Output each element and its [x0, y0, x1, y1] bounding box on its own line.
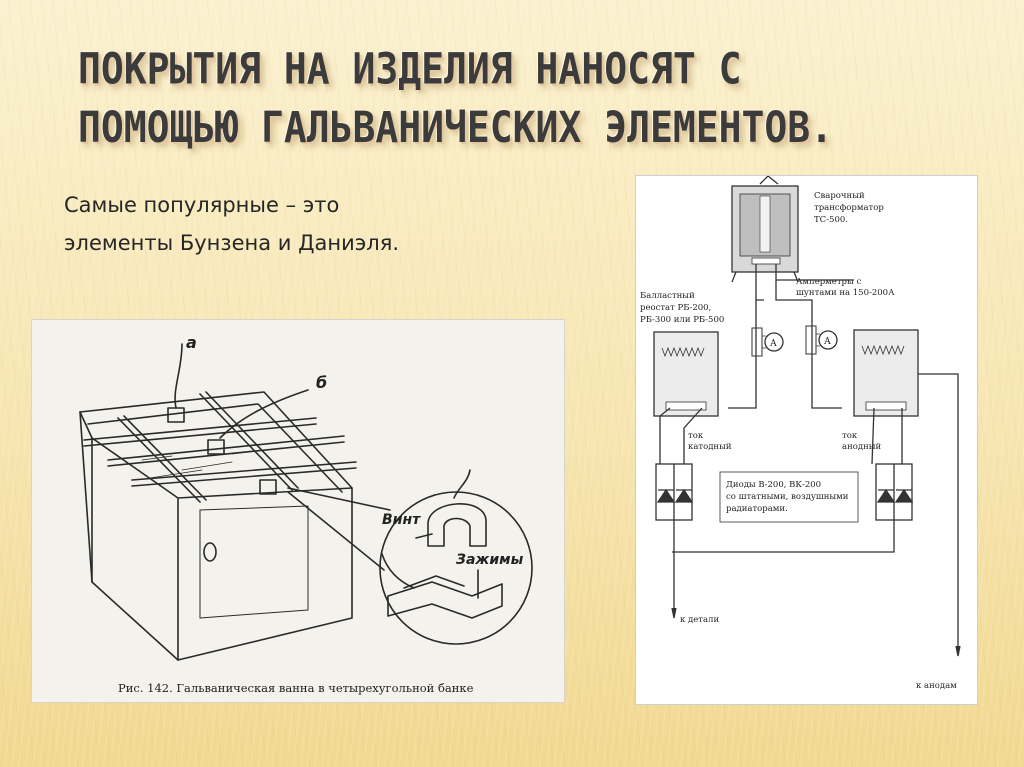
anode-label-line: анодный: [842, 442, 882, 452]
rheostat-label-line: Балластный: [640, 291, 695, 301]
figure-caption: Рис. 142. Гальваническая ванна в четырех…: [118, 681, 474, 695]
label-vint: Винт: [382, 512, 421, 528]
wiring-diagram-drawing: Сварочный трансформатор ТС-500. Ампермет…: [640, 175, 961, 691]
transformer-label-line: трансформатор: [814, 203, 884, 213]
ammeters-label-line: шунтами на 150-200А: [796, 288, 895, 298]
cathode-label-line: ток: [688, 431, 704, 441]
transformer-label-line: Сварочный: [814, 191, 865, 201]
slide-subtitle: Самые популярные – это элементы Бунзена …: [64, 186, 534, 262]
rheostat-label-line: РБ-300 или РБ-500: [640, 315, 724, 325]
subtitle-line: Самые популярные – это: [64, 193, 340, 217]
to-part-label: к детали: [680, 615, 719, 625]
ammeter-symbol: А: [770, 339, 777, 349]
slide-title: ПОКРЫТИЯ НА ИЗДЕЛИЯ НАНОСЯТ С ПОМОЩЬЮ ГА…: [78, 40, 998, 156]
galvanic-bath-drawing: а б Винт Зажимы Рис. 142. Гальваническая…: [79, 333, 533, 695]
ammeters-label-line: Амперметры с: [796, 277, 861, 287]
label-b: б: [316, 373, 327, 392]
cathode-label-line: катодный: [688, 442, 732, 452]
label-a: а: [186, 333, 197, 352]
anode-label-line: ток: [842, 431, 858, 441]
transformer-label-line: ТС-500.: [814, 215, 848, 225]
galvanic-bath-figure: а б Винт Зажимы Рис. 142. Гальваническая…: [32, 320, 564, 702]
to-anodes-label: к анодам: [916, 681, 957, 691]
ammeter-symbol: А: [824, 337, 831, 347]
subtitle-line: элементы Бунзена и Даниэля.: [64, 231, 400, 255]
diodes-note-line: радиаторами.: [726, 504, 788, 514]
slide-title-line: ПОКРЫТИЯ НА ИЗДЕЛИЯ НАНОСЯТ С: [78, 44, 742, 94]
diodes-note-line: Диоды В-200, ВК-200: [726, 480, 821, 490]
label-zazhimy: Зажимы: [456, 552, 524, 568]
rheostat-label-line: реостат РБ-200,: [640, 303, 711, 313]
slide-title-line: ПОМОЩЬЮ ГАЛЬВАНИЧЕСКИХ ЭЛЕМЕНТОВ.: [78, 102, 833, 152]
wiring-diagram-figure: Сварочный трансформатор ТС-500. Ампермет…: [636, 175, 977, 704]
diodes-note-line: со штатными, воздушными: [726, 492, 849, 502]
